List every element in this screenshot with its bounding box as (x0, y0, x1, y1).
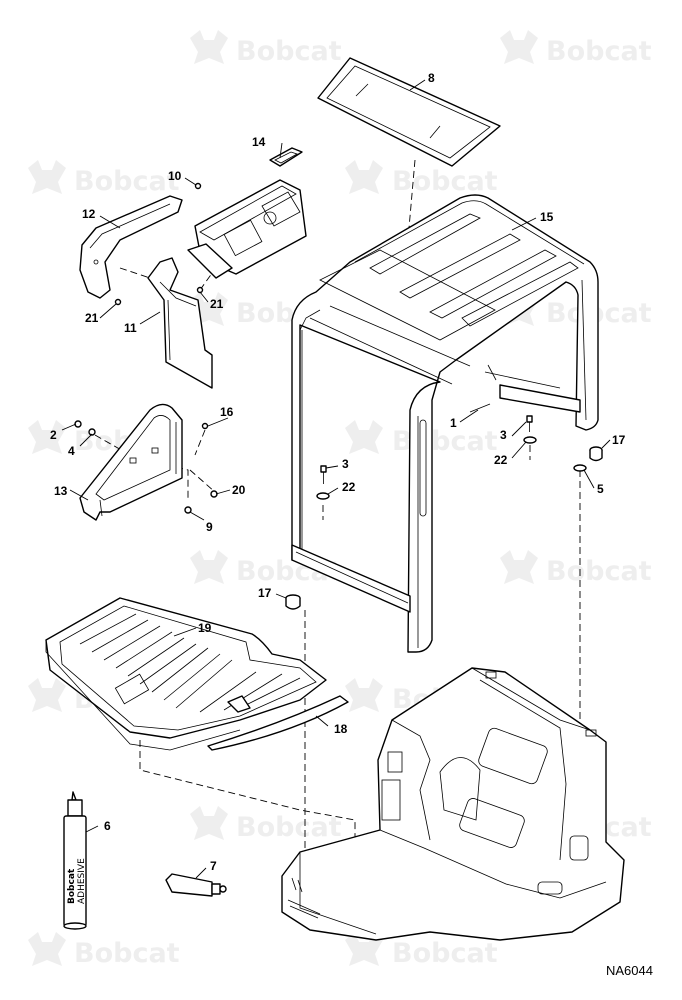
glass-panel (317, 57, 501, 167)
tube-product-label: ADHESIVE (77, 858, 87, 904)
watermark-text: Bobcat (546, 298, 652, 329)
callout-21: 21 (210, 297, 224, 311)
screw (201, 422, 209, 430)
rubber-foot (589, 446, 603, 462)
figure-id: NA6044 (606, 963, 653, 978)
callout-4: 4 (68, 444, 75, 458)
watermark-text: Bobcat (392, 938, 498, 969)
callout-18: 18 (334, 722, 348, 736)
callout-9: 9 (206, 520, 213, 534)
washer (523, 436, 537, 444)
watermark-text: Bobcat (236, 812, 342, 843)
canopy-frame (291, 194, 599, 653)
watermark-text: Bobcat (74, 166, 180, 197)
washer (88, 428, 96, 436)
callout-19: 19 (198, 621, 212, 635)
washer (316, 492, 330, 500)
callout-labels: 8 14 10 12 15 21 21 11 1 16 2 4 3 17 22 … (50, 71, 626, 873)
mounting-bracket (79, 403, 183, 521)
callout-8: 8 (428, 71, 435, 85)
callout-6: 6 (104, 819, 111, 833)
bolt (320, 465, 327, 484)
small-tube (165, 873, 227, 897)
callout-11: 11 (124, 321, 137, 335)
watermark-text: Bobcat (392, 166, 498, 197)
callout-16: 16 (220, 405, 234, 419)
trim-strip (207, 695, 349, 751)
callout-3: 3 (342, 457, 349, 471)
watermark-text: Bobcat (546, 36, 652, 67)
leader-lines (61, 79, 611, 879)
callout-21: 21 (85, 311, 99, 325)
adhesive-tube: Bobcat ADHESIVE (63, 791, 87, 930)
screw (114, 298, 122, 306)
trim-panel (147, 257, 213, 389)
callout-15: 15 (540, 210, 554, 224)
nut (184, 506, 192, 514)
watermark-text: Bobcat (74, 938, 180, 969)
callout-3: 3 (500, 428, 507, 442)
callout-14: 14 (252, 135, 266, 149)
callout-10: 10 (168, 169, 182, 183)
watermark-text: Bobcat (546, 556, 652, 587)
floor-mat (45, 597, 327, 751)
callout-2: 2 (50, 428, 57, 442)
side-cover (79, 195, 183, 299)
callout-5: 5 (597, 482, 604, 496)
callout-13: 13 (54, 484, 68, 498)
console-bracket (187, 179, 307, 279)
callout-7: 7 (210, 859, 217, 873)
rubber-foot (285, 594, 301, 610)
bolt (526, 415, 533, 432)
callout-22: 22 (494, 453, 508, 467)
callout-22: 22 (342, 480, 356, 494)
callout-20: 20 (232, 483, 246, 497)
screw (194, 182, 202, 190)
watermark-text: Bobcat (392, 426, 498, 457)
hardware (74, 182, 603, 610)
callout-17: 17 (612, 433, 626, 447)
operator-platform (281, 667, 625, 941)
switch-bezel (269, 147, 303, 167)
watermark-text: Bobcat (236, 36, 342, 67)
washer (573, 464, 587, 472)
screw (196, 286, 204, 294)
callout-1: 1 (450, 416, 457, 430)
callout-17: 17 (258, 586, 272, 600)
tube-brand-label: Bobcat (67, 868, 77, 904)
callout-12: 12 (82, 207, 96, 221)
